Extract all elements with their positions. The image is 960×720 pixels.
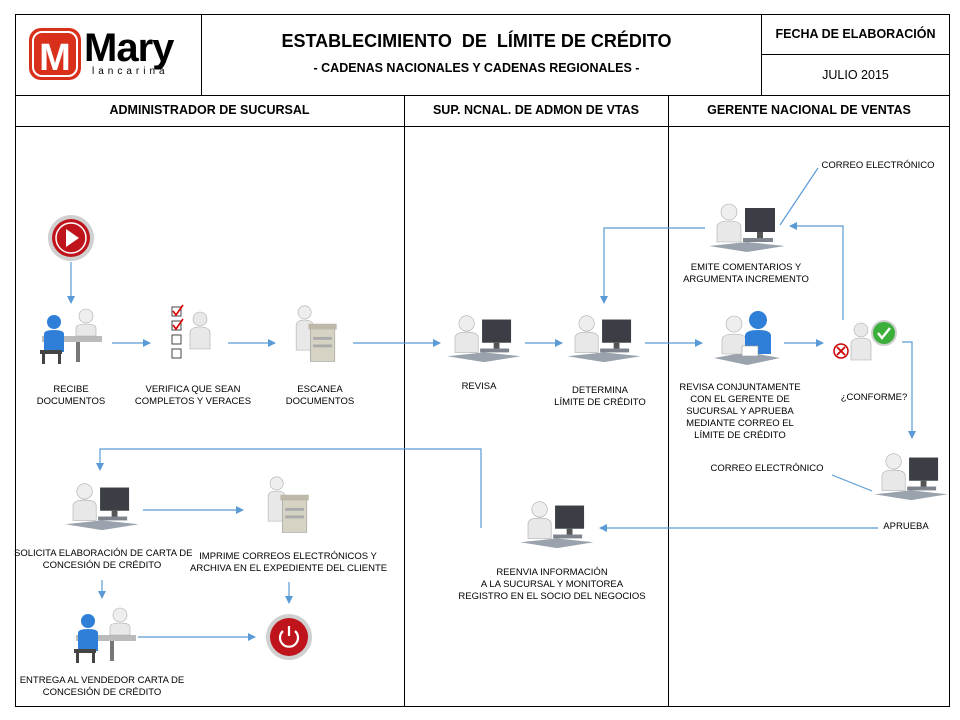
page-subtitle: - CADENAS NACIONALES Y CADENAS REGIONALE… (313, 61, 640, 75)
arrow-conforme-no-to-emite (789, 222, 844, 320)
logo-sub-text: lancarina (92, 66, 169, 77)
date-label: FECHA DE ELABORACIÓN (775, 27, 936, 41)
lane-divider-1 (404, 95, 405, 707)
lane-header-gerente: GERENTE NACIONAL DE VENTAS (668, 95, 950, 127)
determina-computer-icon (566, 315, 642, 363)
escanea-copier-icon (295, 305, 338, 362)
step-aprueba-label: APRUEBA (883, 521, 929, 532)
checklist-figure-icon (171, 304, 211, 359)
start-play-icon (48, 215, 94, 261)
logo-m-icon: M (29, 28, 81, 80)
page-title: ESTABLECIMIENTO DE LÍMITE DE CRÉDITO (281, 31, 672, 51)
swimlane-frame (15, 95, 950, 707)
step-solicita-label: SOLICITA ELABORACIÓN DE CARTA DE CONCESI… (14, 548, 193, 571)
imprime-copier-icon (267, 476, 310, 533)
correo-electronico-label-1: CORREO ELECTRÓNICO (821, 160, 935, 171)
end-power-icon (266, 614, 312, 660)
callout-correo-2 (831, 474, 873, 492)
logo: M Mary lancarina (26, 26, 196, 82)
date-value: JULIO 2015 (822, 68, 889, 82)
date-divider (761, 54, 950, 55)
svg-text:M: M (39, 37, 71, 79)
revisa-computer-icon (446, 315, 522, 363)
reenvia-computer-icon (519, 501, 595, 549)
step-emite-label: EMITE COMENTARIOS Y ARGUMENTA INCREMENTO (683, 262, 809, 285)
step-entrega-label: ENTREGA AL VENDEDOR CARTA DE CONCESIÓN D… (19, 675, 185, 698)
step-imprime-label: IMPRIME CORREOS ELECTRÓNICOS Y ARCHIVA E… (190, 551, 388, 574)
conforme-decision-icon (833, 320, 897, 361)
step-recibe-label: RECIBE DOCUMENTOS (36, 384, 106, 407)
aprueba-computer-icon (873, 453, 949, 501)
lane-header-administrador: ADMINISTRADOR DE SUCURSAL (15, 95, 404, 127)
step-reenvia-label: REENVIA INFORMACIÓN A LA SUCURSAL Y MONI… (458, 567, 646, 602)
solicita-computer-icon (64, 483, 140, 531)
revisa-conj-meeting-icon (713, 310, 781, 366)
step-verifica-label: VERIFICA QUE SEAN COMPLETOS Y VERACES (134, 384, 252, 407)
callout-correo-1 (779, 167, 819, 226)
lane-divider-2 (668, 95, 669, 707)
arrow-reenvia-to-solicita (96, 448, 482, 528)
arrow-conforme-yes-to-aprueba (902, 341, 916, 439)
connector-lines (67, 167, 916, 641)
logo-main-text: Mary (84, 26, 174, 70)
recibe-figure-icon (39, 308, 103, 365)
correo-electronico-label-2: CORREO ELECTRÓNICO (710, 463, 824, 474)
step-conforme-label: ¿CONFORME? (840, 392, 908, 403)
arrow-emite-to-determina (600, 227, 705, 304)
step-determina-label: DETERMINA LÍMITE DE CRÉDITO (554, 385, 646, 408)
step-revisa-label: REVISA (461, 381, 497, 392)
step-escanea-label: ESCANEA DOCUMENTOS (285, 384, 355, 407)
step-revisa-conj-label: REVISA CONJUNTAMENTE CON EL GERENTE DE S… (679, 382, 801, 441)
lane-header-supervisor: SUP. NCNAL. DE ADMON DE VTAS (404, 95, 668, 127)
emite-computer-icon (708, 203, 786, 253)
entrega-figure-icon (73, 607, 137, 664)
